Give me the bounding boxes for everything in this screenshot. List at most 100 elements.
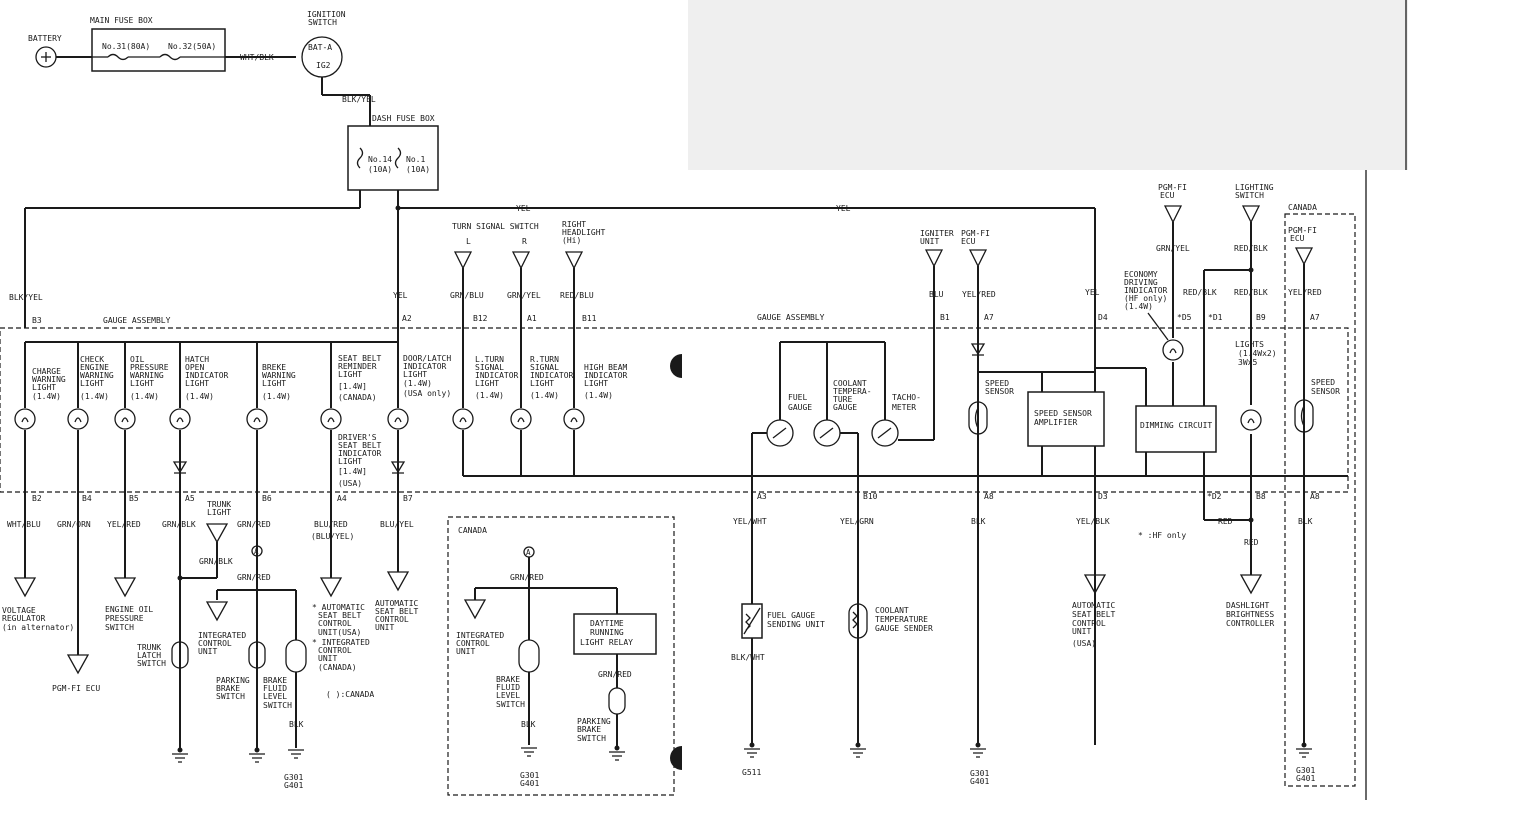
svg-text:*D2: *D2 [1207,492,1222,501]
wire-label: GRN/BLK [162,520,196,529]
svg-text:* AUTOMATIC: * AUTOMATIC [312,603,365,612]
svg-text:A7: A7 [1310,313,1320,322]
svg-text:G401: G401 [284,781,303,790]
svg-text:ECU: ECU [961,237,976,246]
svg-text:SIGNAL: SIGNAL [530,363,559,372]
svg-text:LIGHT: LIGHT [207,508,231,517]
svg-text:SEAT BELT: SEAT BELT [375,607,419,616]
svg-text:PRESSURE: PRESSURE [105,614,144,623]
wire-label: BLU [929,290,944,299]
canada-box-middle [447,516,675,796]
svg-text:COOLANT: COOLANT [875,606,909,615]
canada-box-label: CANADA [458,526,487,535]
svg-text:SEAT BELT: SEAT BELT [338,441,382,450]
svg-text:G401: G401 [970,777,989,786]
svg-text:TEMPERA-: TEMPERA- [833,387,872,396]
svg-text:CONTROL: CONTROL [456,639,490,648]
svg-text:B8: B8 [1256,492,1266,501]
wire-label: BLK/YEL [342,95,376,104]
svg-text:INDICATOR: INDICATOR [1124,286,1168,295]
svg-text:( ):CANADA: ( ):CANADA [326,690,374,699]
svg-text:SWITCH: SWITCH [137,659,166,668]
ground-icon [249,747,265,763]
svg-text:UNIT: UNIT [1072,627,1091,636]
svg-text:INDICATOR: INDICATOR [403,362,447,371]
svg-text:A: A [526,548,531,557]
svg-text:R: R [522,237,527,246]
svg-text:INDICATOR: INDICATOR [338,449,382,458]
svg-text:LIGHT: LIGHT [338,457,362,466]
svg-text:BRIGHTNESS: BRIGHTNESS [1226,610,1274,619]
wire-label: BLK/YEL [9,293,43,302]
svg-text:LIGHT: LIGHT [262,379,286,388]
wire-label: BLK [971,517,986,526]
svg-text:SWITCH: SWITCH [105,623,134,632]
svg-text:SWITCH: SWITCH [496,700,525,709]
svg-text:INTEGRATED: INTEGRATED [198,631,246,640]
svg-text:BRAKE: BRAKE [263,676,287,685]
svg-text:(CANADA): (CANADA) [338,393,377,402]
hf-only-note: * :HF only [1138,531,1186,540]
svg-text:LIGHT RELAY: LIGHT RELAY [580,638,633,647]
svg-text:(1.4W): (1.4W) [32,392,61,401]
svg-text:PARKING: PARKING [216,676,250,685]
dashlight-controller-terminal-icon [1239,574,1263,595]
engine-oil-terminal-icon [113,577,137,598]
wire-label: GRN/BLK [199,557,233,566]
svg-text:SENDING UNIT: SENDING UNIT [767,620,825,629]
svg-text:A8: A8 [1310,492,1320,501]
svg-text:B4: B4 [82,494,92,503]
svg-text:(Hi): (Hi) [562,236,581,245]
svg-text:WARNING: WARNING [32,375,66,384]
svg-text:(1.4W): (1.4W) [130,392,159,401]
svg-text:LIGHT: LIGHT [130,379,154,388]
svg-text:LIGHT: LIGHT [338,370,362,379]
wire-label: BLU/RED [314,520,348,529]
svg-text:DAYTIME: DAYTIME [590,619,624,628]
svg-text:(1.4W): (1.4W) [403,379,432,388]
ground-icon [850,742,866,758]
svg-text:RUNNING: RUNNING [590,628,624,637]
svg-text:B11: B11 [582,314,597,323]
svg-text:GAUGE SENDER: GAUGE SENDER [875,624,933,633]
voltage-regulator-terminal-icon [13,577,37,598]
svg-text:L: L [466,237,471,246]
wire-label: GRN/RED [237,573,271,582]
svg-text:(1.4W): (1.4W) [1124,302,1153,311]
svg-text:INDICATOR: INDICATOR [185,371,229,380]
wire-label: YEL [393,291,408,300]
svg-text:SPEED: SPEED [985,379,1009,388]
svg-text:No.1: No.1 [406,155,425,164]
ground-icon [970,742,986,758]
wire-label: RED/BLU [560,291,594,300]
economy-indicator-bulb [1162,339,1184,361]
svg-text:(10A): (10A) [368,165,392,174]
svg-text:REGULATOR: REGULATOR [2,614,46,623]
svg-text:TRUNK: TRUNK [207,500,231,509]
pin-labels-bottom: B2 B4 B5 A5 B6 A4 B7 A3 B10 A8 D3 *D2 B8… [32,492,1320,503]
turn-signal-switch: TURN SIGNAL SWITCH L R [452,222,539,270]
svg-text:UNIT: UNIT [198,647,217,656]
svg-text:G301: G301 [1296,766,1315,775]
svg-text:BRAKE: BRAKE [216,684,240,693]
connector-a-marker [251,545,263,557]
svg-text:FUEL: FUEL [788,393,807,402]
tachometer: TACHO-METER [871,393,921,447]
wire-label: BLK [1298,517,1313,526]
economy-indicator-label: ECONOMY DRIVING INDICATOR (HF only) (1.4… [1124,270,1168,311]
svg-text:No.31(80A): No.31(80A) [102,42,150,51]
svg-text:TURN SIGNAL SWITCH: TURN SIGNAL SWITCH [452,222,539,231]
svg-text:WARNING: WARNING [80,371,114,380]
svg-text:BRAKE: BRAKE [577,725,601,734]
